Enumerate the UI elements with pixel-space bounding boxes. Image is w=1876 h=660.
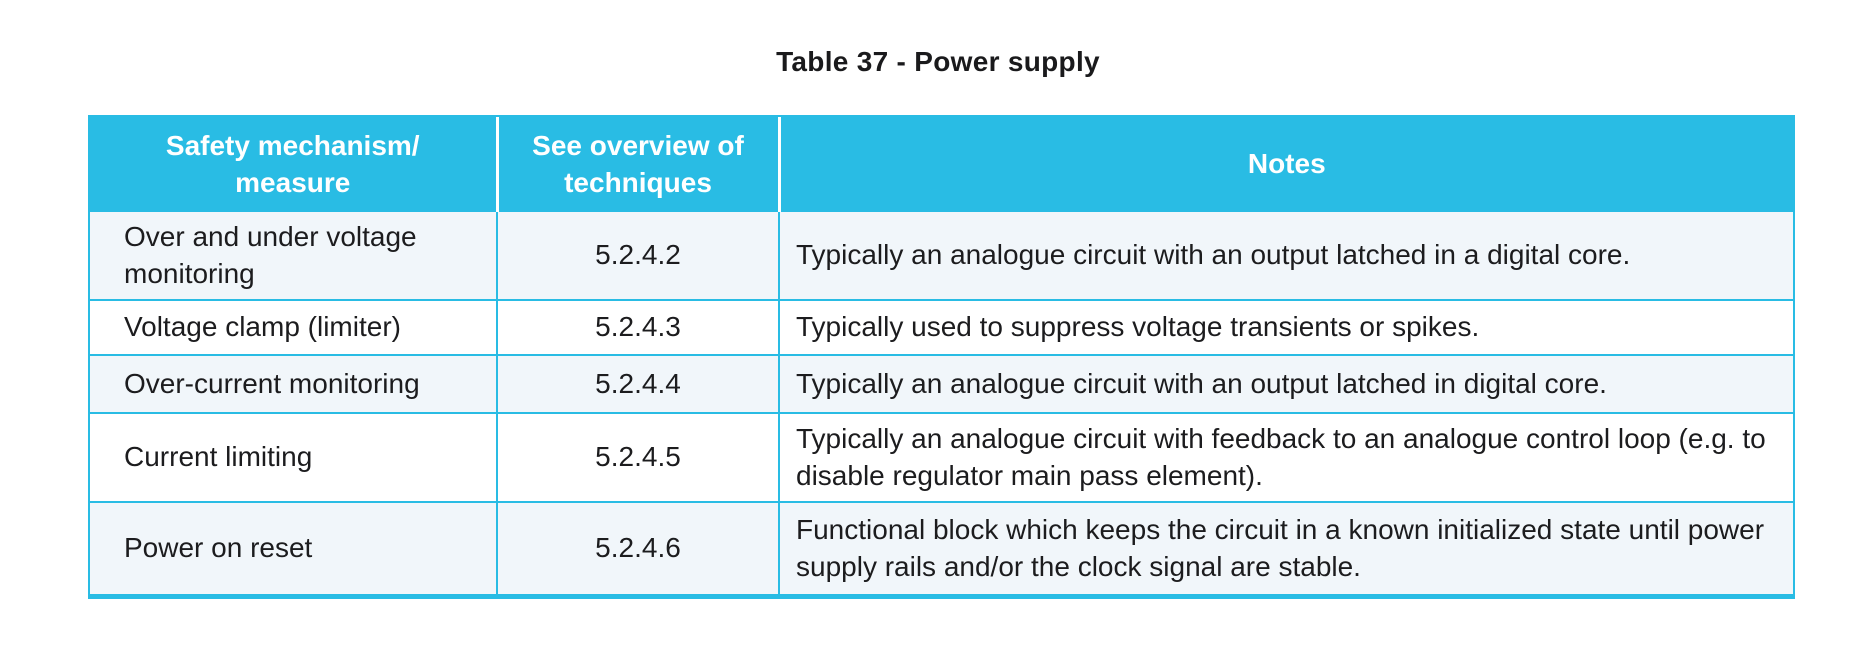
mechanism-cell: Over-current monitoring [90, 354, 497, 413]
table-row: Current limiting 5.2.4.5 Typically an an… [90, 412, 1793, 502]
header-safety-mechanism: Safety mechanism/ measure [90, 117, 497, 212]
table-row: Over and under voltage monitoring 5.2.4.… [90, 212, 1793, 300]
ref-cell: 5.2.4.5 [496, 412, 779, 502]
note-cell: Typically an analogue circuit with an ou… [778, 354, 1793, 413]
table-row: Over-current monitoring 5.2.4.4 Typicall… [90, 354, 1793, 413]
note-cell: Typically an analogue circuit with an ou… [778, 212, 1793, 300]
mechanism-cell: Voltage clamp (limiter) [90, 299, 497, 355]
power-supply-table: Safety mechanism/ measure See overview o… [88, 115, 1795, 599]
ref-cell: 5.2.4.2 [496, 212, 779, 300]
note-cell: Typically an analogue circuit with feedb… [778, 412, 1793, 502]
ref-cell: 5.2.4.6 [496, 501, 779, 594]
header-notes: Notes [777, 117, 1793, 212]
header-see-overview: See overview of techniques [495, 117, 779, 212]
mechanism-cell: Over and under voltage monitoring [90, 212, 497, 300]
header-row: Safety mechanism/ measure See overview o… [90, 117, 1793, 212]
ref-cell: 5.2.4.3 [496, 299, 779, 355]
ref-cell: 5.2.4.4 [496, 354, 779, 413]
table-row: Power on reset 5.2.4.6 Functional block … [90, 501, 1793, 594]
table-caption: Table 37 - Power supply [776, 46, 1100, 77]
mechanism-cell: Current limiting [90, 412, 497, 502]
note-cell: Functional block which keeps the circuit… [778, 501, 1793, 594]
table-row: Voltage clamp (limiter) 5.2.4.3 Typicall… [90, 299, 1793, 355]
note-cell: Typically used to suppress voltage trans… [778, 299, 1793, 355]
power-supply-table-grid: Safety mechanism/ measure See overview o… [90, 117, 1793, 594]
mechanism-cell: Power on reset [90, 501, 497, 594]
